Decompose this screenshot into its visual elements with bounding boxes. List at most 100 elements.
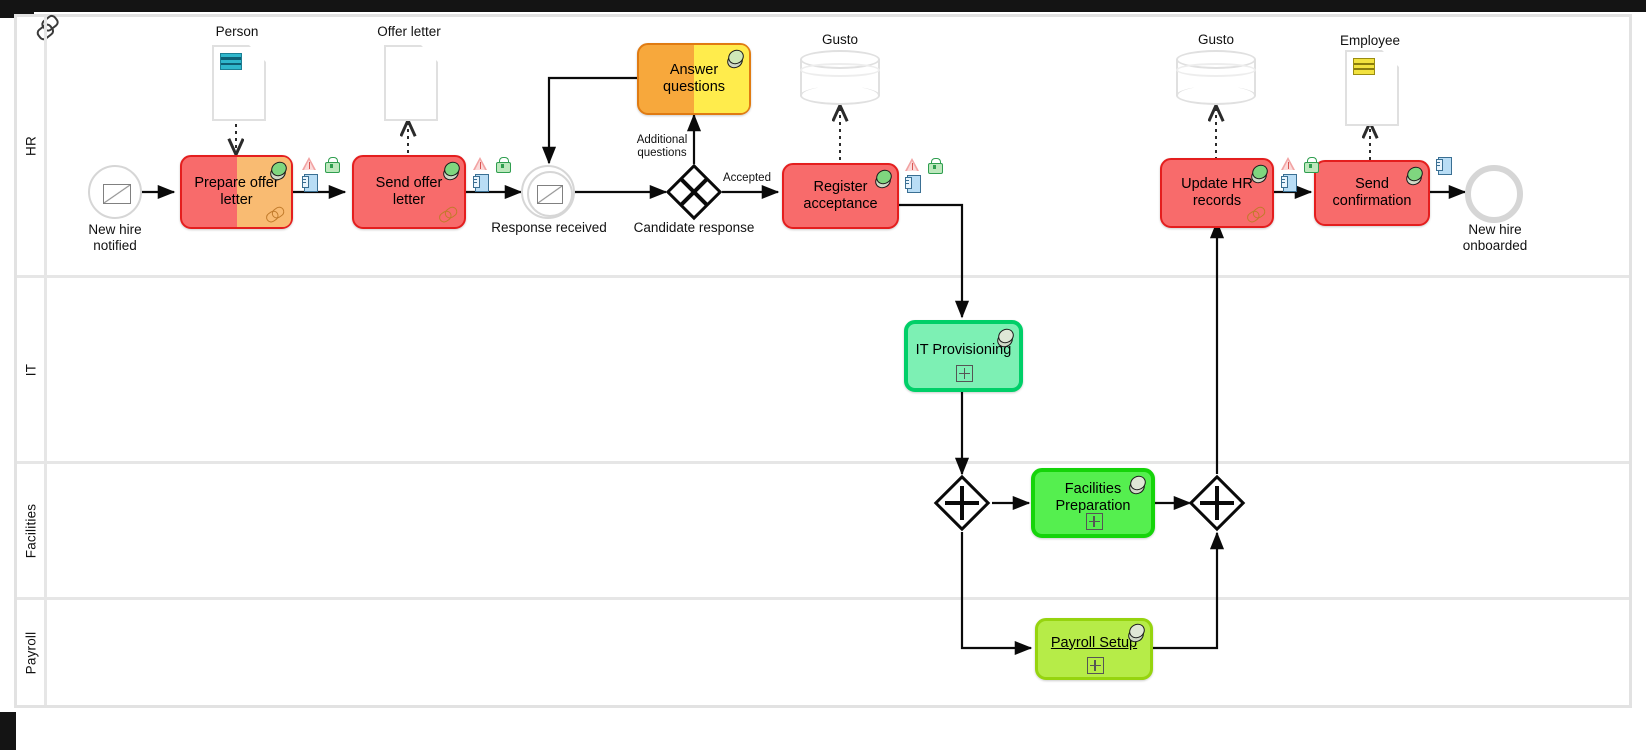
parallel-plus-marker	[1189, 475, 1245, 531]
lane-header-payroll: Payroll	[17, 600, 47, 705]
lane-label-payroll: Payroll	[23, 631, 38, 674]
task-label: Send offer letter	[375, 175, 443, 208]
data-object-offer-letter[interactable]	[384, 45, 438, 121]
task-attached-icons-send-confirmation	[1436, 157, 1456, 177]
warning-icon[interactable]	[1281, 157, 1296, 171]
start-event-label: New hire notified	[63, 222, 167, 254]
lane-label-hr: HR	[23, 136, 38, 156]
task-send-offer-letter[interactable]: Send offer letter	[352, 155, 466, 229]
role-icon	[994, 326, 1017, 350]
page-fold-icon	[1382, 50, 1399, 67]
role-icon	[724, 47, 747, 71]
document-icon[interactable]	[473, 174, 489, 192]
parallel-plus-marker	[934, 475, 990, 531]
document-icon[interactable]	[905, 175, 921, 193]
lane-header-hr: HR	[17, 17, 47, 275]
plus-marker-icon[interactable]	[1085, 513, 1103, 530]
task-attached-icons-register-acceptance	[905, 158, 951, 198]
lock-icon[interactable]	[1303, 157, 1319, 173]
role-icon	[1126, 473, 1149, 497]
end-event-new-hire-onboarded[interactable]	[1465, 165, 1523, 223]
start-event-new-hire-notified[interactable]	[88, 165, 142, 219]
window-chrome-bottom	[0, 712, 16, 750]
data-object-employee[interactable]	[1345, 50, 1399, 126]
flow-label-additional-questions: Additional questions	[622, 134, 702, 160]
lane-label-facilities: Facilities	[23, 503, 38, 558]
data-object-offer-letter-label: Offer letter	[377, 24, 441, 39]
role-icon	[1403, 164, 1426, 188]
lane-facilities[interactable]: Facilities	[17, 461, 1629, 597]
task-attached-icons-update-hr	[1281, 157, 1327, 197]
cylinder-ring	[1176, 63, 1256, 77]
intermediate-event-response-received[interactable]	[521, 165, 575, 219]
end-event-label: New hire onboarded	[1443, 222, 1547, 254]
end-event-label-line1: New hire	[1468, 222, 1522, 237]
lane-hr[interactable]: HR	[17, 17, 1629, 275]
plus-marker-icon[interactable]	[956, 365, 973, 382]
task-label: Payroll Setup	[1050, 634, 1138, 651]
page-fold-icon	[249, 45, 266, 62]
role-icon	[440, 159, 463, 183]
lane-it[interactable]: IT	[17, 275, 1629, 461]
role-icon	[1125, 621, 1148, 645]
document-icon[interactable]	[1281, 174, 1297, 192]
lock-icon[interactable]	[495, 157, 511, 173]
warning-icon[interactable]	[905, 158, 920, 172]
data-object-person-label: Person	[215, 24, 259, 39]
warning-icon[interactable]	[473, 157, 488, 171]
cylinder-ring	[800, 63, 880, 77]
employee-marker-icon	[1353, 58, 1375, 75]
data-store-gusto-1[interactable]	[800, 50, 880, 105]
plus-marker-icon[interactable]	[1086, 657, 1104, 674]
gateway-candidate-response-label: Candidate response	[633, 220, 755, 235]
lane-header-it: IT	[17, 278, 47, 461]
subprocess-it-provisioning[interactable]: IT Provisioning	[904, 320, 1023, 392]
window-chrome-top	[0, 0, 1646, 12]
role-icon	[267, 159, 290, 183]
task-attached-icons-prepare-offer	[302, 157, 348, 197]
role-icon	[872, 167, 895, 191]
lane-payroll[interactable]: Payroll	[17, 597, 1629, 705]
lock-icon[interactable]	[324, 157, 340, 173]
data-store-gusto-2[interactable]	[1176, 50, 1256, 105]
flow-label-line1: Additional	[636, 134, 688, 146]
task-label: IT Provisioning	[915, 341, 1012, 358]
document-icon[interactable]	[302, 174, 318, 192]
person-marker-icon	[220, 53, 242, 70]
data-object-employee-label: Employee	[1339, 33, 1401, 48]
window-chrome-corner	[0, 0, 34, 18]
gateway-parallel-join[interactable]	[1188, 474, 1246, 532]
start-event-label-line2: notified	[93, 238, 137, 254]
start-event-label-line1: New hire	[88, 222, 142, 237]
lane-header-facilities: Facilities	[17, 464, 47, 597]
data-store-gusto-2-label: Gusto	[1197, 32, 1235, 47]
flow-label-accepted: Accepted	[723, 172, 771, 184]
role-icon	[1248, 162, 1271, 186]
flow-label-line2: questions	[637, 147, 687, 160]
gateway-parallel-split[interactable]	[933, 474, 991, 532]
message-envelope-icon	[103, 184, 131, 204]
data-store-gusto-1-label: Gusto	[821, 32, 859, 47]
task-attached-icons-send-offer	[473, 157, 519, 197]
subprocess-payroll-setup[interactable]: Payroll Setup	[1035, 618, 1153, 680]
lane-label-it: IT	[23, 363, 38, 376]
warning-icon[interactable]	[302, 157, 317, 171]
document-icon[interactable]	[1436, 157, 1452, 175]
intermediate-event-label: Response received	[491, 220, 607, 235]
lock-icon[interactable]	[927, 158, 943, 174]
data-object-person[interactable]	[212, 45, 266, 121]
end-event-label-line2: onboarded	[1462, 238, 1528, 254]
message-envelope-icon	[537, 185, 563, 204]
